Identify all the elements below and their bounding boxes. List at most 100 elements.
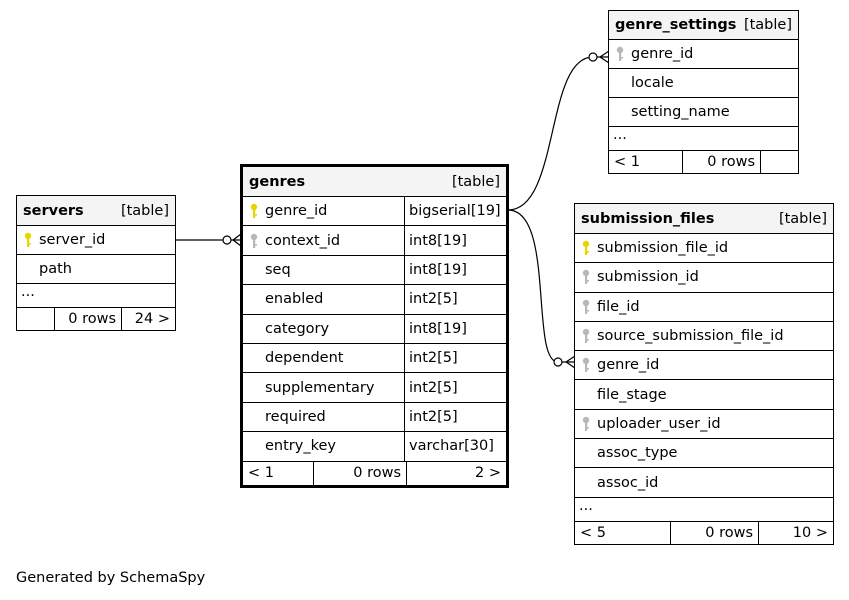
- column-row[interactable]: source_submission_file_id: [575, 322, 833, 352]
- column-name: submission_file_id: [597, 240, 729, 257]
- footer-prev[interactable]: < 1: [609, 151, 683, 173]
- column-type: int8[19]: [404, 226, 506, 255]
- footer-next[interactable]: 24 >: [134, 311, 170, 327]
- blank-key-slot: [17, 255, 39, 283]
- foreign-key-icon: [575, 263, 597, 291]
- column-row[interactable]: file_stage: [575, 380, 833, 410]
- column-name: file_stage: [597, 386, 667, 403]
- column-row[interactable]: submission_file_id: [575, 234, 833, 264]
- column-row[interactable]: uploader_user_id: [575, 410, 833, 440]
- blank-key-slot: [243, 403, 265, 431]
- column-row[interactable]: setting_name: [609, 98, 798, 127]
- column-row[interactable]: submission_id: [575, 263, 833, 293]
- blank-key-slot: [243, 256, 265, 284]
- column-name: path: [39, 261, 72, 277]
- column-type: bigserial[19]: [404, 197, 506, 226]
- footer-row-count: 0 rows: [55, 308, 122, 330]
- table-footer: 0 rows 24 >: [17, 308, 175, 330]
- table-servers[interactable]: servers [table] server_id path ... 0 row…: [16, 195, 176, 331]
- table-header: submission_files [table]: [575, 204, 833, 234]
- footer-next[interactable]: 2 >: [475, 465, 501, 482]
- column-row[interactable]: assoc_type: [575, 439, 833, 469]
- table-kind: [table]: [778, 210, 827, 227]
- column-type: int8[19]: [404, 314, 506, 343]
- link-crowfoot: [597, 50, 610, 64]
- blank-key-slot: [243, 315, 265, 343]
- foreign-key-icon: [575, 293, 597, 321]
- table-header: genres [table]: [243, 167, 506, 197]
- table-name: submission_files: [581, 210, 715, 227]
- link-optional-marker: [553, 357, 563, 367]
- table-name: genres: [249, 173, 306, 190]
- column-name: context_id: [265, 232, 341, 249]
- blank-key-slot: [243, 373, 265, 401]
- footer-next[interactable]: 10 >: [792, 524, 828, 541]
- column-row[interactable]: required int2[5]: [243, 402, 506, 433]
- column-row[interactable]: assoc_id: [575, 468, 833, 498]
- column-name: source_submission_file_id: [597, 328, 784, 345]
- footer-row-count: 0 rows: [671, 521, 759, 544]
- primary-key-icon: [575, 234, 597, 262]
- table-header: servers [table]: [17, 196, 175, 226]
- column-row[interactable]: context_id int8[19]: [243, 226, 506, 256]
- table-footer: < 1 0 rows 2 >: [243, 461, 506, 485]
- column-name: seq: [265, 261, 291, 278]
- column-row[interactable]: category int8[19]: [243, 314, 506, 344]
- column-name: required: [265, 408, 326, 425]
- column-row[interactable]: locale: [609, 69, 798, 98]
- more-columns-ellipsis: ...: [575, 498, 833, 522]
- table-submission-files[interactable]: submission_files [table] submission_file…: [574, 203, 834, 545]
- column-row[interactable]: genre_id: [575, 351, 833, 381]
- foreign-key-icon: [609, 40, 631, 68]
- column-name: enabled: [265, 291, 324, 308]
- foreign-key-icon: [575, 410, 597, 438]
- column-row[interactable]: enabled int2[5]: [243, 285, 506, 315]
- column-name: assoc_id: [597, 474, 659, 491]
- column-name: server_id: [39, 232, 106, 248]
- blank-key-slot: [609, 98, 631, 126]
- column-name: genre_id: [265, 203, 328, 220]
- column-type: int2[5]: [404, 373, 506, 402]
- column-row[interactable]: server_id: [17, 226, 175, 255]
- blank-key-slot: [243, 344, 265, 372]
- column-row[interactable]: path: [17, 255, 175, 284]
- column-row[interactable]: genre_id bigserial[19]: [243, 197, 506, 227]
- blank-key-slot: [243, 285, 265, 313]
- table-header: genre_settings [table]: [609, 11, 798, 40]
- footer-next[interactable]: [761, 151, 798, 173]
- table-footer: < 1 0 rows: [609, 151, 798, 173]
- footer-row-count: 0 rows: [683, 151, 761, 173]
- column-name: setting_name: [631, 104, 730, 120]
- column-name: supplementary: [265, 379, 375, 396]
- column-name: entry_key: [265, 438, 336, 455]
- link-genres-genre-settings: [507, 56, 594, 211]
- footer-prev[interactable]: < 1: [243, 461, 314, 485]
- column-type: int2[5]: [404, 285, 506, 314]
- column-row[interactable]: file_id: [575, 293, 833, 322]
- foreign-key-icon: [575, 322, 597, 350]
- column-type: int2[5]: [404, 402, 506, 432]
- table-name: servers: [23, 202, 84, 219]
- blank-key-slot: [243, 432, 265, 460]
- blank-key-slot: [575, 468, 597, 496]
- footer-prev[interactable]: < 5: [575, 521, 671, 544]
- column-row[interactable]: entry_key varchar[30]: [243, 432, 506, 462]
- column-type: int2[5]: [404, 343, 506, 373]
- column-name: uploader_user_id: [597, 415, 721, 432]
- column-name: category: [265, 320, 330, 337]
- generated-by-credit: Generated by SchemaSpy: [16, 570, 206, 586]
- more-columns-ellipsis: ...: [17, 284, 175, 308]
- footer-prev[interactable]: [17, 308, 55, 330]
- column-row[interactable]: genre_id: [609, 40, 798, 69]
- table-kind: [table]: [120, 202, 169, 219]
- link-crowfoot: [231, 233, 242, 247]
- column-row[interactable]: supplementary int2[5]: [243, 373, 506, 403]
- column-type: varchar[30]: [404, 432, 506, 461]
